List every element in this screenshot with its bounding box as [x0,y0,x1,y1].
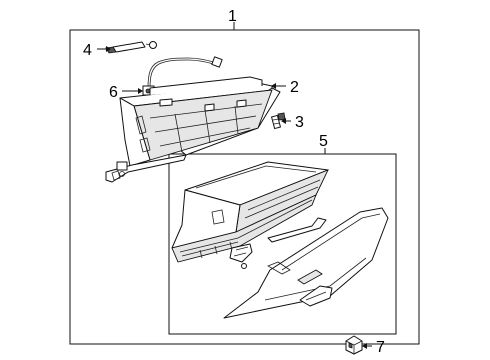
part-5-door-bin [171,161,389,319]
callout-6: 6 [109,84,118,101]
callout-2: 2 [290,79,299,96]
callout-3: 3 [295,114,304,131]
subassembly-frame [168,153,397,335]
part-4-cable [105,41,157,54]
callout-5: 5 [319,133,328,150]
callout-1: 1 [228,8,237,25]
part-3-screw [271,112,286,130]
callout-7: 7 [376,339,385,356]
callout-3-arrow [281,118,286,124]
part-2-housing [105,76,281,183]
callout-7-arrow [362,343,367,349]
callout-4: 4 [83,42,92,59]
callout-4-arrow [106,46,111,52]
part-7-bumper [345,335,363,355]
assembly-frame [69,29,420,345]
callout-2-arrow [271,83,276,89]
callout-6-arrow [138,88,143,94]
